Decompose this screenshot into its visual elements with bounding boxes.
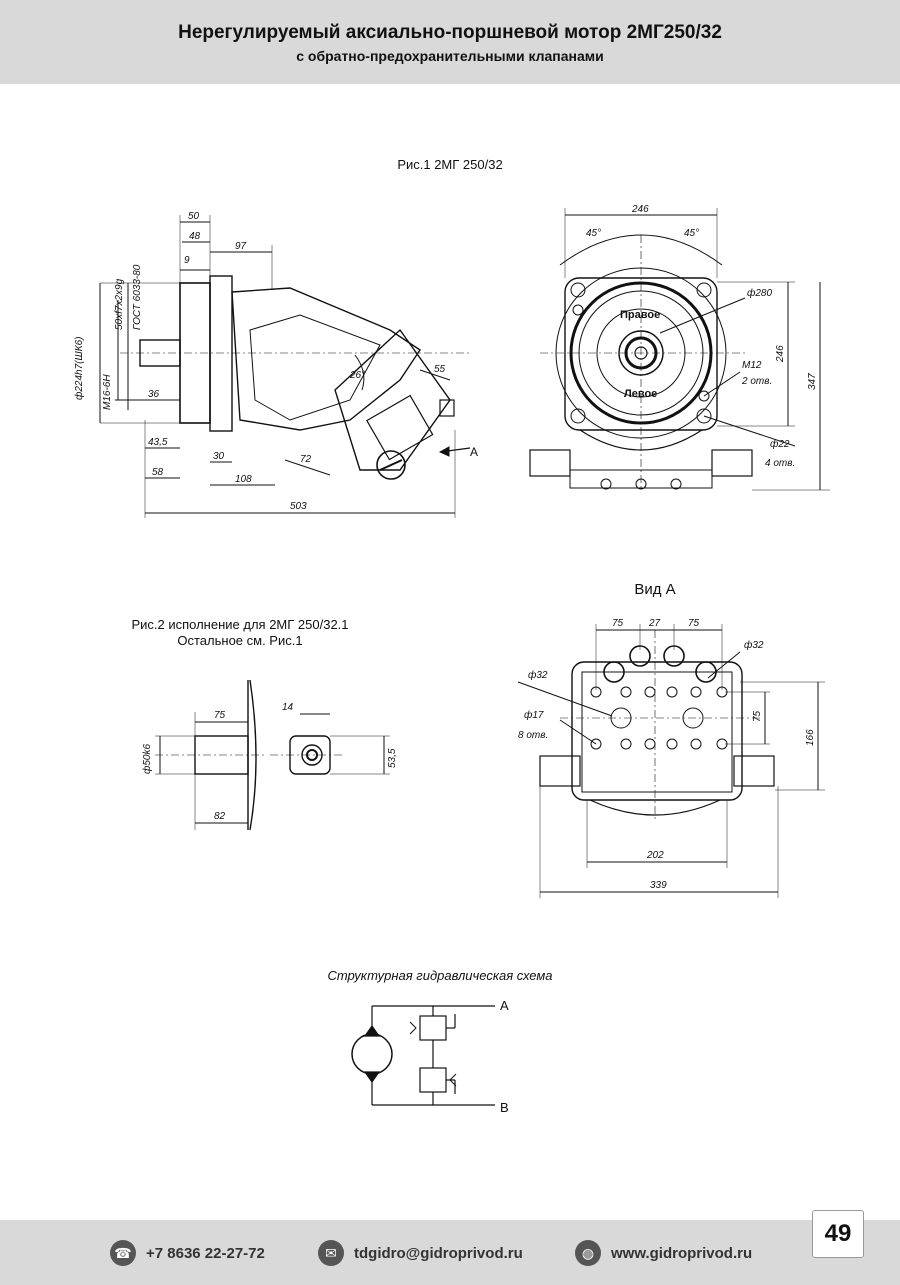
- view-a-marker: A: [470, 445, 478, 459]
- dim-97: 97: [235, 241, 247, 252]
- dim-108: 108: [235, 474, 252, 485]
- fig2-caption-line1: Рис.2 исполнение для 2МГ 250/32.1: [131, 617, 349, 632]
- email-address[interactable]: tdgidro@gidroprivod.ru: [354, 1244, 523, 1262]
- dim-26: 26°: [349, 370, 365, 381]
- dim-m12: M12: [742, 360, 762, 371]
- port-b-label: B: [500, 1100, 509, 1115]
- dim-50: 50: [188, 211, 200, 222]
- dim-view-dia32-left: ф32: [528, 669, 548, 681]
- port-a-label: A: [500, 998, 509, 1013]
- dim-dia224: ф224h7(ШК6): [73, 337, 85, 400]
- dim-36: 36: [148, 389, 160, 400]
- fig1-caption: Рис.1 2МГ 250/32: [397, 157, 503, 172]
- dim-gost: ГОСТ 6033-80: [132, 264, 143, 330]
- view-a-caption: Вид А: [634, 581, 676, 598]
- page-header: Нерегулируемый аксиально-поршневой мотор…: [0, 0, 900, 84]
- dim-dia50k6: ф50k6: [141, 744, 153, 774]
- envelope-icon: ✉: [318, 1240, 344, 1266]
- dim-dia22: ф22: [770, 438, 790, 450]
- hydraulic-scheme: A B: [351, 998, 509, 1115]
- dim-53-5: 53,5: [387, 748, 398, 768]
- flange-hub: [209, 275, 233, 432]
- dim-view-dia32-right: ф32: [744, 639, 764, 651]
- dim-14: 14: [282, 702, 294, 713]
- footer-website: ◍ www.gidroprivod.ru: [575, 1240, 752, 1266]
- dim-55: 55: [434, 364, 446, 375]
- relief-valve-lower: [419, 1067, 447, 1093]
- fig2-shaft-variant: 75 14 ф50k6 53,5 82: [141, 679, 398, 831]
- dim-view-75-right: 75: [688, 618, 700, 629]
- dim-view-27: 27: [648, 618, 661, 629]
- dim-246-top: 246: [631, 204, 649, 215]
- dim-view-202: 202: [646, 850, 664, 861]
- dim-view-75-vertical: 75: [752, 710, 763, 722]
- cylinder-block: [334, 328, 451, 471]
- dim-shaft-spline: 50хf7х2х9g: [114, 278, 125, 330]
- view-a-drawing: 75 27 75 ф32 ф32 ф17 8 отв. 75 166 202 3…: [517, 618, 825, 898]
- dim-43-5: 43,5: [148, 437, 168, 448]
- page-number: 49: [812, 1210, 864, 1258]
- dim-two-holes: 2 отв.: [741, 376, 772, 387]
- technical-drawing: 50 48 97 9 50хf7х2х9g ГОСТ 6033-80 ф224h…: [73, 204, 830, 1115]
- page-subtitle: с обратно-предохранительными клапанами: [296, 48, 604, 64]
- page-title: Нерегулируемый аксиально-поршневой мотор…: [178, 22, 722, 43]
- dim-view-75-left: 75: [612, 618, 624, 629]
- website-link[interactable]: www.gidroprivod.ru: [611, 1244, 753, 1262]
- dim-246-side: 246: [775, 345, 786, 363]
- phone-number[interactable]: +7 8636 22-27-72: [146, 1244, 265, 1262]
- dim-58: 58: [152, 467, 164, 478]
- motor-symbol: [351, 1033, 393, 1075]
- dim-82: 82: [214, 811, 226, 822]
- scheme-caption: Структурная гидравлическая схема: [327, 968, 553, 983]
- fig1-front-view: 246 45° 45° ф280 M12 2 отв. 246 347 ф22 …: [529, 204, 830, 491]
- dim-angle-45-left: 45°: [586, 228, 601, 239]
- dim-view-dia17: ф17: [524, 709, 544, 721]
- relief-valve-upper: [419, 1015, 447, 1041]
- dim-four-holes: 4 отв.: [765, 458, 795, 469]
- dim-m16: M16-6H: [102, 374, 113, 410]
- dim-angle-45-right: 45°: [684, 228, 699, 239]
- phone-icon: ☎: [110, 1240, 136, 1266]
- fig1-side-view: 50 48 97 9 50хf7х2х9g ГОСТ 6033-80 ф224h…: [73, 211, 478, 518]
- footer-phone: ☎ +7 8636 22-27-72: [110, 1240, 265, 1266]
- dim-72: 72: [300, 454, 312, 465]
- dim-view-339: 339: [650, 880, 667, 891]
- dim-75: 75: [214, 710, 226, 721]
- fig2-caption-line2: Остальное см. Рис.1: [177, 633, 303, 648]
- dim-503: 503: [290, 501, 307, 512]
- rotation-right-label: Правое: [620, 309, 660, 321]
- dim-48: 48: [189, 231, 201, 242]
- page-footer: ☎ +7 8636 22-27-72 ✉ tdgidro@gidroprivod…: [0, 1220, 900, 1285]
- dim-9: 9: [184, 255, 190, 266]
- globe-icon: ◍: [575, 1240, 601, 1266]
- dim-view-eight-holes: 8 отв.: [518, 730, 548, 741]
- rotation-left-label: Левое: [624, 388, 657, 400]
- dim-dia280: ф280: [747, 287, 772, 299]
- footer-email: ✉ tdgidro@gidroprivod.ru: [318, 1240, 523, 1266]
- dim-view-166: 166: [805, 729, 816, 746]
- view-a-body: [571, 661, 743, 801]
- dim-30: 30: [213, 451, 225, 462]
- valve-port: [376, 450, 406, 480]
- dim-347: 347: [807, 373, 818, 390]
- motor-housing: [231, 287, 421, 431]
